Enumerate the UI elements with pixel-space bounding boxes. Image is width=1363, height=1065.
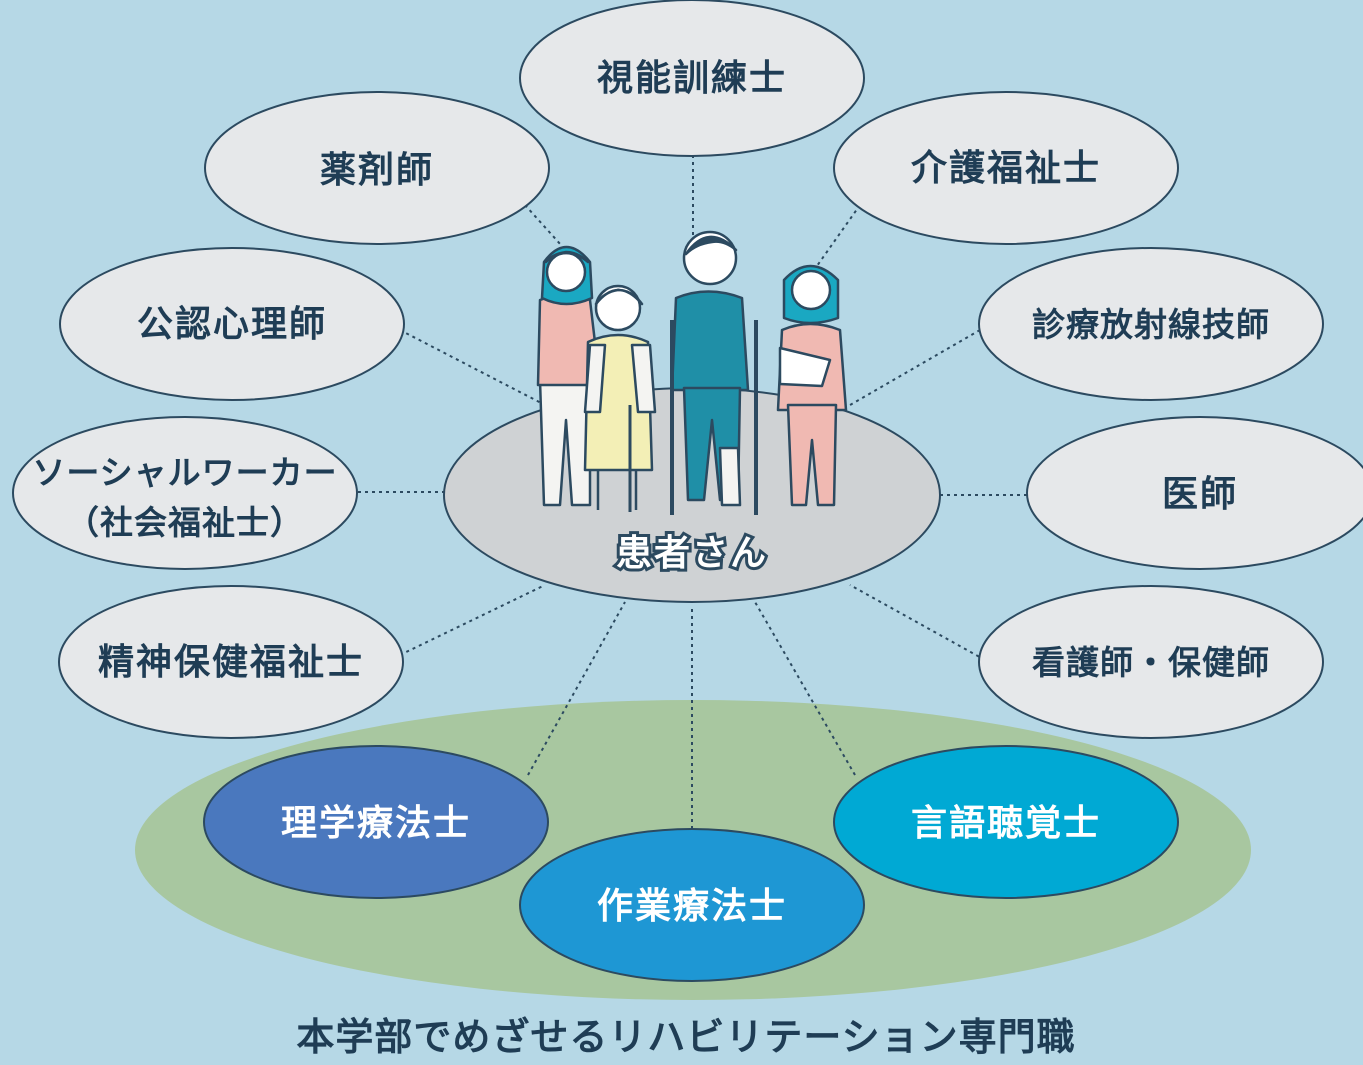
label-pharmacist: 薬剤師	[320, 150, 434, 191]
node-physical-therapist	[203, 745, 549, 899]
connector-radiologic	[849, 329, 981, 406]
label-center-patient: 患者さん	[616, 533, 768, 574]
node-psychologist	[59, 247, 405, 401]
node-orthoptist	[519, 0, 865, 157]
label-doctor: 医師	[1162, 474, 1238, 515]
label-nurse: 看護師・保健師	[1032, 643, 1270, 682]
label-psychologist: 公認心理師	[137, 304, 327, 345]
label-radiologic: 診療放射線技師	[1032, 305, 1270, 344]
profession-nodes	[12, 0, 1363, 739]
node-care-worker	[833, 91, 1179, 245]
connector-nurse	[849, 584, 986, 661]
connector-speech	[754, 601, 856, 776]
caregiver-figure	[536, 245, 602, 507]
node-speech-therapist	[833, 745, 1179, 899]
connector-psychiatric	[399, 584, 546, 656]
sling-girl-figure	[776, 264, 848, 507]
label-care-worker: 介護福祉士	[911, 148, 1101, 189]
node-occupational-therapist	[519, 828, 865, 982]
label-social-worker-line2: （社会福祉士）	[66, 503, 304, 542]
node-radiologic	[978, 247, 1324, 401]
label-speech-therapist: 言語聴覚士	[911, 803, 1101, 844]
label-social-worker-line1: ソーシャルワーカー	[32, 453, 337, 492]
label-orthoptist: 視能訓練士	[597, 58, 787, 99]
footer-caption: 本学部でめざせるリハビリテーション専門職	[296, 1015, 1075, 1059]
node-pharmacist	[204, 91, 550, 245]
crutch-man-figure	[670, 230, 758, 515]
elderly-figure	[583, 284, 657, 512]
patients-illustration	[536, 230, 848, 515]
label-occupational-therapist: 作業療法士	[597, 886, 787, 927]
node-nurse	[978, 585, 1324, 739]
node-doctor	[1026, 416, 1363, 570]
connector-physical	[527, 601, 626, 776]
label-psychiatric: 精神保健福祉士	[98, 642, 364, 683]
label-physical-therapist: 理学療法士	[281, 802, 471, 844]
connector-psychologist	[399, 329, 546, 406]
node-social-worker	[12, 416, 358, 570]
node-psychiatric	[58, 585, 404, 739]
